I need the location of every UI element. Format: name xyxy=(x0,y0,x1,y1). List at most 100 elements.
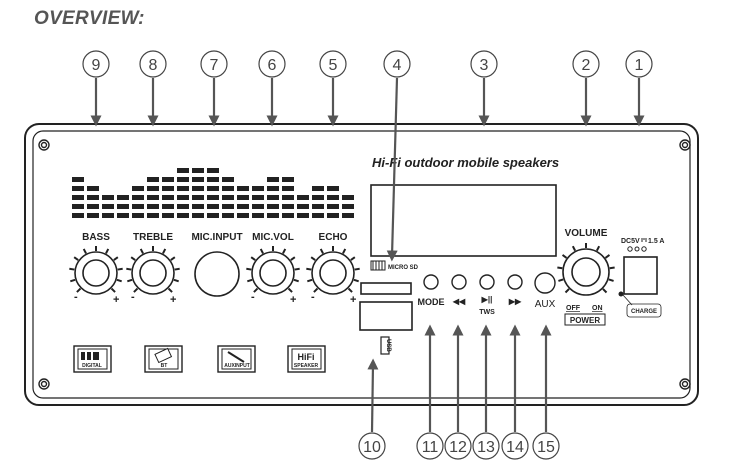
charge-leader-line xyxy=(622,294,633,306)
equalizer-segment xyxy=(87,186,99,191)
equalizer-segment xyxy=(342,213,354,218)
equalizer-segment xyxy=(102,195,114,200)
equalizer-segment xyxy=(72,186,84,191)
equalizer-segment xyxy=(177,213,189,218)
play-pause-icon: ▶|| xyxy=(481,295,493,304)
svg-text:BT: BT xyxy=(161,363,168,369)
callout-number: 15 xyxy=(537,439,555,456)
micro-sd-label: MICRO SD xyxy=(388,265,419,271)
equalizer-segment xyxy=(237,213,249,218)
screw-holes xyxy=(38,139,691,390)
equalizer-segment xyxy=(132,195,144,200)
equalizer-segment xyxy=(297,195,309,200)
equalizer-segment xyxy=(117,204,129,209)
callout-number: 1 xyxy=(635,57,644,74)
svg-text:HiFi: HiFi xyxy=(298,352,315,362)
dc-input-jack[interactable] xyxy=(623,256,658,295)
digital-logo: DIGITAL xyxy=(73,345,112,373)
equalizer-segment xyxy=(162,186,174,191)
equalizer-segment xyxy=(282,204,294,209)
equalizer-segment xyxy=(72,177,84,182)
mic-vol-minus-mark: - xyxy=(251,291,255,303)
echo-minus-mark: - xyxy=(311,291,315,303)
treble-knob[interactable] xyxy=(126,246,180,295)
mode-label: MODE xyxy=(418,297,445,307)
callout-circle xyxy=(444,432,472,460)
mic-input-jack[interactable] xyxy=(194,251,240,297)
equalizer-segment xyxy=(222,213,234,218)
next-button[interactable] xyxy=(507,274,523,290)
volume-knob[interactable] xyxy=(557,243,615,296)
callout-circle xyxy=(572,50,600,78)
usb-port[interactable] xyxy=(359,301,413,331)
equalizer-segment xyxy=(252,204,264,209)
equalizer-segment xyxy=(177,168,189,173)
prev-button[interactable] xyxy=(451,274,467,290)
prev-icon: ◀◀ xyxy=(452,297,466,306)
equalizer-segment xyxy=(102,213,114,218)
charge-label-box xyxy=(626,303,662,318)
callout-circle xyxy=(501,432,529,460)
mic-vol-knob[interactable] xyxy=(246,246,300,295)
callout-circle xyxy=(358,432,386,460)
equalizer-segment xyxy=(282,177,294,182)
equalizer-segment xyxy=(252,186,264,191)
equalizer-segment xyxy=(177,195,189,200)
equalizer-segment xyxy=(267,177,279,182)
callout-circle xyxy=(472,432,500,460)
mode-button[interactable] xyxy=(423,274,439,290)
equalizer-graphic xyxy=(72,168,354,218)
callout-number: 6 xyxy=(268,57,277,74)
equalizer-segment xyxy=(207,195,219,200)
aux-jack[interactable] xyxy=(534,272,556,294)
equalizer-segment xyxy=(282,186,294,191)
callout-number: 4 xyxy=(393,57,402,74)
equalizer-segment xyxy=(192,213,204,218)
dc-rating: DC5V xyxy=(621,238,640,245)
equalizer-segment xyxy=(327,213,339,218)
bass-label: BASS xyxy=(82,232,110,243)
micro-sd-icon xyxy=(370,260,386,271)
equalizer-segment xyxy=(282,213,294,218)
equalizer-segment xyxy=(117,195,129,200)
callout-number: 7 xyxy=(210,57,219,74)
volume-label: VOLUME xyxy=(565,228,608,239)
callout-number: 2 xyxy=(582,57,591,74)
micro-sd-slot[interactable] xyxy=(360,282,412,295)
callout-circle xyxy=(82,50,110,78)
callout-number: 3 xyxy=(480,57,489,74)
treble-plus-mark: + xyxy=(170,294,176,306)
usb-icon-box xyxy=(380,336,390,355)
panel-title: Hi-Fi outdoor mobile speakers xyxy=(372,155,559,170)
equalizer-segment xyxy=(147,204,159,209)
equalizer-segment xyxy=(267,213,279,218)
equalizer-segment xyxy=(162,204,174,209)
equalizer-segment xyxy=(162,213,174,218)
callout-arrow xyxy=(367,358,379,433)
equalizer-segment xyxy=(237,186,249,191)
equalizer-segment xyxy=(192,186,204,191)
callout-circle xyxy=(532,432,560,460)
equalizer-segment xyxy=(162,177,174,182)
equalizer-segment xyxy=(252,195,264,200)
equalizer-segment xyxy=(87,195,99,200)
equalizer-segment xyxy=(147,177,159,182)
play-pause-button[interactable] xyxy=(479,274,495,290)
treble-minus-mark: - xyxy=(131,291,135,303)
equalizer-segment xyxy=(132,204,144,209)
hifi-speaker-logo: HiFi SPEAKER xyxy=(287,345,326,373)
equalizer-segment xyxy=(132,213,144,218)
echo-label: ECHO xyxy=(319,232,348,243)
equalizer-segment xyxy=(222,195,234,200)
callout-number: 13 xyxy=(477,439,495,456)
callout-number: 11 xyxy=(422,439,439,456)
callout-circle xyxy=(258,50,286,78)
callout-circle xyxy=(200,50,228,78)
echo-knob[interactable] xyxy=(306,246,360,295)
equalizer-segment xyxy=(267,186,279,191)
equalizer-segment xyxy=(207,177,219,182)
bass-knob[interactable] xyxy=(69,246,123,295)
equalizer-segment xyxy=(87,204,99,209)
equalizer-segment xyxy=(222,177,234,182)
